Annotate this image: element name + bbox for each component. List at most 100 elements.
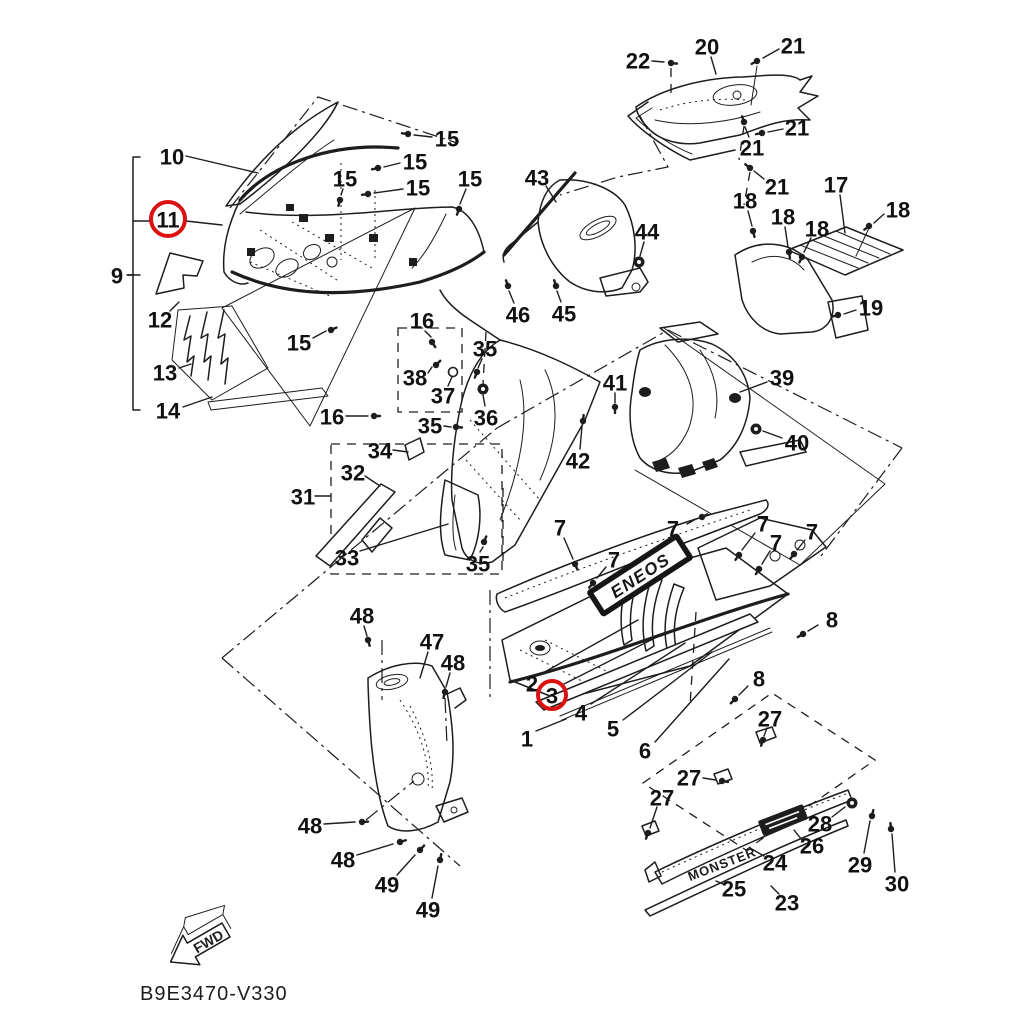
box-31-group — [315, 327, 503, 575]
part-label-8[interactable]: 8 — [826, 608, 838, 633]
inner-panel-43 — [502, 171, 649, 297]
part-number-text: 15 — [435, 127, 459, 152]
part-number-text: 19 — [859, 296, 883, 321]
part-label-18[interactable]: 18 — [771, 205, 795, 230]
part-number-text: 18 — [733, 189, 757, 214]
part-label-32[interactable]: 32 — [341, 461, 365, 486]
part-label-35[interactable]: 35 — [418, 414, 442, 439]
part-label-27[interactable]: 27 — [650, 786, 674, 811]
part-label-41[interactable]: 41 — [603, 371, 627, 396]
part-label-31[interactable]: 31 — [291, 485, 315, 510]
part-label-21[interactable]: 21 — [785, 116, 809, 141]
fwd-arrow: FWD — [169, 904, 232, 966]
selected-part-circle — [536, 679, 568, 711]
part-label-49[interactable]: 49 — [416, 898, 440, 923]
part-number-text: 8 — [753, 667, 765, 692]
part-label-25[interactable]: 25 — [722, 877, 746, 902]
part-label-16[interactable]: 16 — [410, 309, 434, 334]
part-label-15[interactable]: 15 — [333, 167, 357, 192]
part-label-29[interactable]: 29 — [848, 853, 872, 878]
part-label-9[interactable]: 9 — [111, 264, 123, 289]
part-label-35[interactable]: 35 — [466, 552, 490, 577]
part-label-44[interactable]: 44 — [635, 220, 660, 245]
part-label-23[interactable]: 23 — [775, 891, 799, 916]
part-number-text: 20 — [695, 35, 719, 60]
part-number-text: 7 — [608, 548, 620, 573]
part-label-2[interactable]: 2 — [526, 672, 538, 697]
part-label-21[interactable]: 21 — [781, 34, 805, 59]
part-label-19[interactable]: 19 — [859, 296, 883, 321]
part-label-4[interactable]: 4 — [575, 701, 588, 726]
part-label-15[interactable]: 15 — [435, 127, 459, 152]
part-number-text: 10 — [160, 145, 184, 170]
part-label-10[interactable]: 10 — [160, 145, 184, 170]
part-label-18[interactable]: 18 — [733, 189, 757, 214]
part-label-3[interactable]: 3 — [536, 679, 568, 711]
part-label-21[interactable]: 21 — [740, 136, 764, 161]
part-label-1[interactable]: 1 — [521, 727, 533, 752]
part-label-42[interactable]: 42 — [566, 449, 590, 474]
part-label-15[interactable]: 15 — [287, 331, 311, 356]
part-label-49[interactable]: 49 — [375, 873, 399, 898]
part-label-46[interactable]: 46 — [506, 303, 530, 328]
part-label-18[interactable]: 18 — [886, 198, 910, 223]
part-label-7[interactable]: 7 — [667, 517, 679, 542]
part-number-text: 25 — [722, 877, 746, 902]
part-label-22[interactable]: 22 — [626, 49, 650, 74]
part-label-5[interactable]: 5 — [607, 717, 619, 742]
part-label-21[interactable]: 21 — [765, 175, 789, 200]
part-label-40[interactable]: 40 — [785, 431, 809, 456]
part-label-13[interactable]: 13 — [153, 361, 177, 386]
part-label-18[interactable]: 18 — [805, 217, 829, 242]
part-label-30[interactable]: 30 — [885, 872, 909, 897]
part-label-47[interactable]: 47 — [420, 630, 444, 655]
part-label-12[interactable]: 12 — [148, 308, 172, 333]
part-label-7[interactable]: 7 — [757, 512, 769, 537]
part-label-7[interactable]: 7 — [608, 548, 620, 573]
part-label-8[interactable]: 8 — [753, 667, 765, 692]
part-label-28[interactable]: 28 — [808, 812, 832, 837]
part-label-24[interactable]: 24 — [763, 851, 788, 876]
part-label-15[interactable]: 15 — [458, 167, 482, 192]
part-number-text: 34 — [368, 439, 393, 464]
part-label-38[interactable]: 38 — [403, 366, 427, 391]
part-label-20[interactable]: 20 — [695, 35, 719, 60]
part-label-27[interactable]: 27 — [677, 766, 701, 791]
part-label-15[interactable]: 15 — [403, 150, 427, 175]
part-number-text: 43 — [525, 166, 549, 191]
part-label-7[interactable]: 7 — [554, 516, 566, 541]
part-label-35[interactable]: 35 — [473, 337, 497, 362]
part-number-text: 3 — [546, 684, 558, 709]
part-label-45[interactable]: 45 — [552, 302, 576, 327]
part-label-48[interactable]: 48 — [331, 848, 355, 873]
part-label-48[interactable]: 48 — [350, 604, 374, 629]
part-number-text: 7 — [757, 512, 769, 537]
windscreen — [221, 96, 458, 427]
part-label-39[interactable]: 39 — [770, 366, 794, 391]
part-number-text: 28 — [808, 812, 832, 837]
part-number-text: 24 — [763, 851, 788, 876]
part-label-15[interactable]: 15 — [406, 176, 430, 201]
part-label-43[interactable]: 43 — [525, 166, 549, 191]
selected-part-circle — [149, 200, 187, 238]
part-label-17[interactable]: 17 — [824, 173, 848, 198]
part-label-6[interactable]: 6 — [639, 739, 651, 764]
part-label-26[interactable]: 26 — [800, 834, 824, 859]
part-label-48[interactable]: 48 — [298, 814, 322, 839]
part-label-7[interactable]: 7 — [770, 531, 782, 556]
part-label-37[interactable]: 37 — [431, 384, 455, 409]
part-label-11[interactable]: 11 — [149, 200, 187, 238]
part-label-36[interactable]: 36 — [474, 406, 498, 431]
part-label-27[interactable]: 27 — [758, 707, 782, 732]
part-label-7[interactable]: 7 — [806, 520, 818, 545]
phantom-lines — [221, 329, 669, 867]
part-number-text: 37 — [431, 384, 455, 409]
part-label-33[interactable]: 33 — [335, 546, 359, 571]
part-number-text: 48 — [298, 814, 322, 839]
part-number-text: 18 — [805, 217, 829, 242]
part-label-48[interactable]: 48 — [441, 651, 465, 676]
part-label-14[interactable]: 14 — [156, 399, 181, 424]
part-label-34[interactable]: 34 — [368, 439, 393, 464]
part-label-16[interactable]: 16 — [320, 405, 344, 430]
part-number-text: 14 — [156, 399, 181, 424]
